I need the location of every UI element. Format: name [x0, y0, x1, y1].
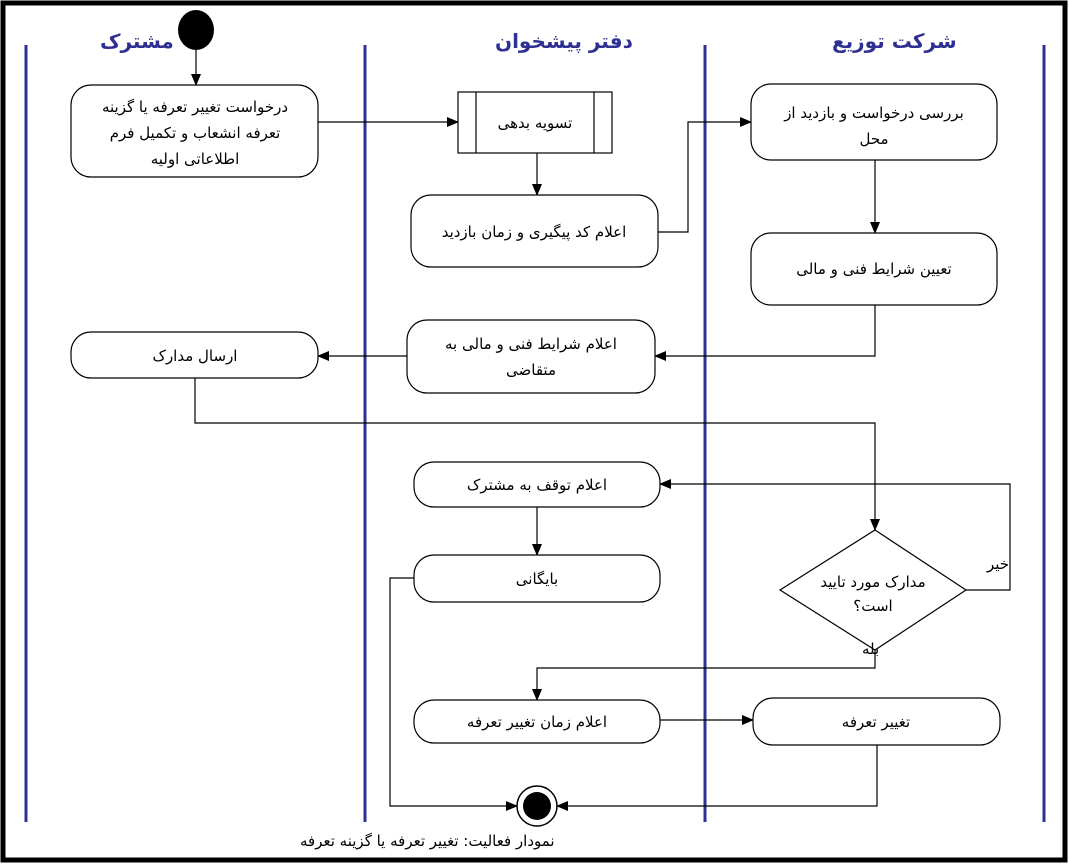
flow-arrow: [556, 745, 878, 811]
activity-label: متقاضی: [506, 361, 556, 379]
activity-request: [70, 84, 319, 178]
flow-arrow: [532, 650, 876, 701]
activity-label: بررسی درخواست و بازدید از: [783, 104, 964, 122]
yes-branch-label: بله: [862, 640, 879, 658]
activity-label: تغییر تعرفه: [842, 713, 910, 731]
subprocess-debt-settlement: [457, 91, 613, 154]
flow-arrow: [659, 479, 1011, 591]
activity-label: تعرفه انشعاب و تکمیل فرم: [110, 124, 281, 142]
activity-announce-conditions: [406, 319, 656, 394]
lane-title-customer: مشترک: [100, 29, 174, 53]
activity-label: اعلام کد پیگیری و زمان بازدید: [442, 223, 627, 242]
activity-label: ارسال مدارک: [153, 347, 238, 365]
activity-label: بایگانی: [516, 570, 558, 588]
start-node: [178, 10, 214, 50]
activity-label: محل: [859, 130, 888, 148]
activity-determine-conditions: [750, 232, 998, 306]
lane-title-service-office: دفتر پیشخوان: [495, 29, 633, 54]
activity-label: اعلام زمان تغییر تعرفه: [467, 713, 607, 731]
flow-arrow: [654, 305, 876, 361]
activity-label: تسویه بدهی: [498, 114, 573, 132]
activity-label: اعلام توقف به مشترک: [467, 476, 607, 494]
activity-label: اطلاعاتی اولیه: [151, 150, 240, 168]
activity-label: تعیین شرایط فنی و مالی: [796, 260, 952, 278]
end-node-core: [523, 792, 551, 820]
activity-review: [750, 83, 998, 161]
activity-announce-change-time: [413, 699, 661, 744]
no-branch-label: خیر: [986, 555, 1009, 573]
flow-arrow: [389, 577, 518, 811]
flow-arrow: [658, 117, 752, 233]
decision-label: است؟: [853, 597, 892, 615]
activity-tracking-code: [410, 194, 659, 268]
lane-title-distribution: شرکت توزیع: [832, 29, 957, 53]
diagram-caption: نمودار فعالیت: تغییر تعرفه یا گزینه تعرف…: [300, 832, 555, 850]
flow-arrow: [194, 378, 880, 531]
activity-label: درخواست تغییر تعرفه یا گزینه: [102, 98, 288, 116]
activity-label: اعلام شرایط فنی و مالی به: [445, 335, 617, 353]
decision-label: مدارک مورد تایید: [820, 573, 925, 591]
